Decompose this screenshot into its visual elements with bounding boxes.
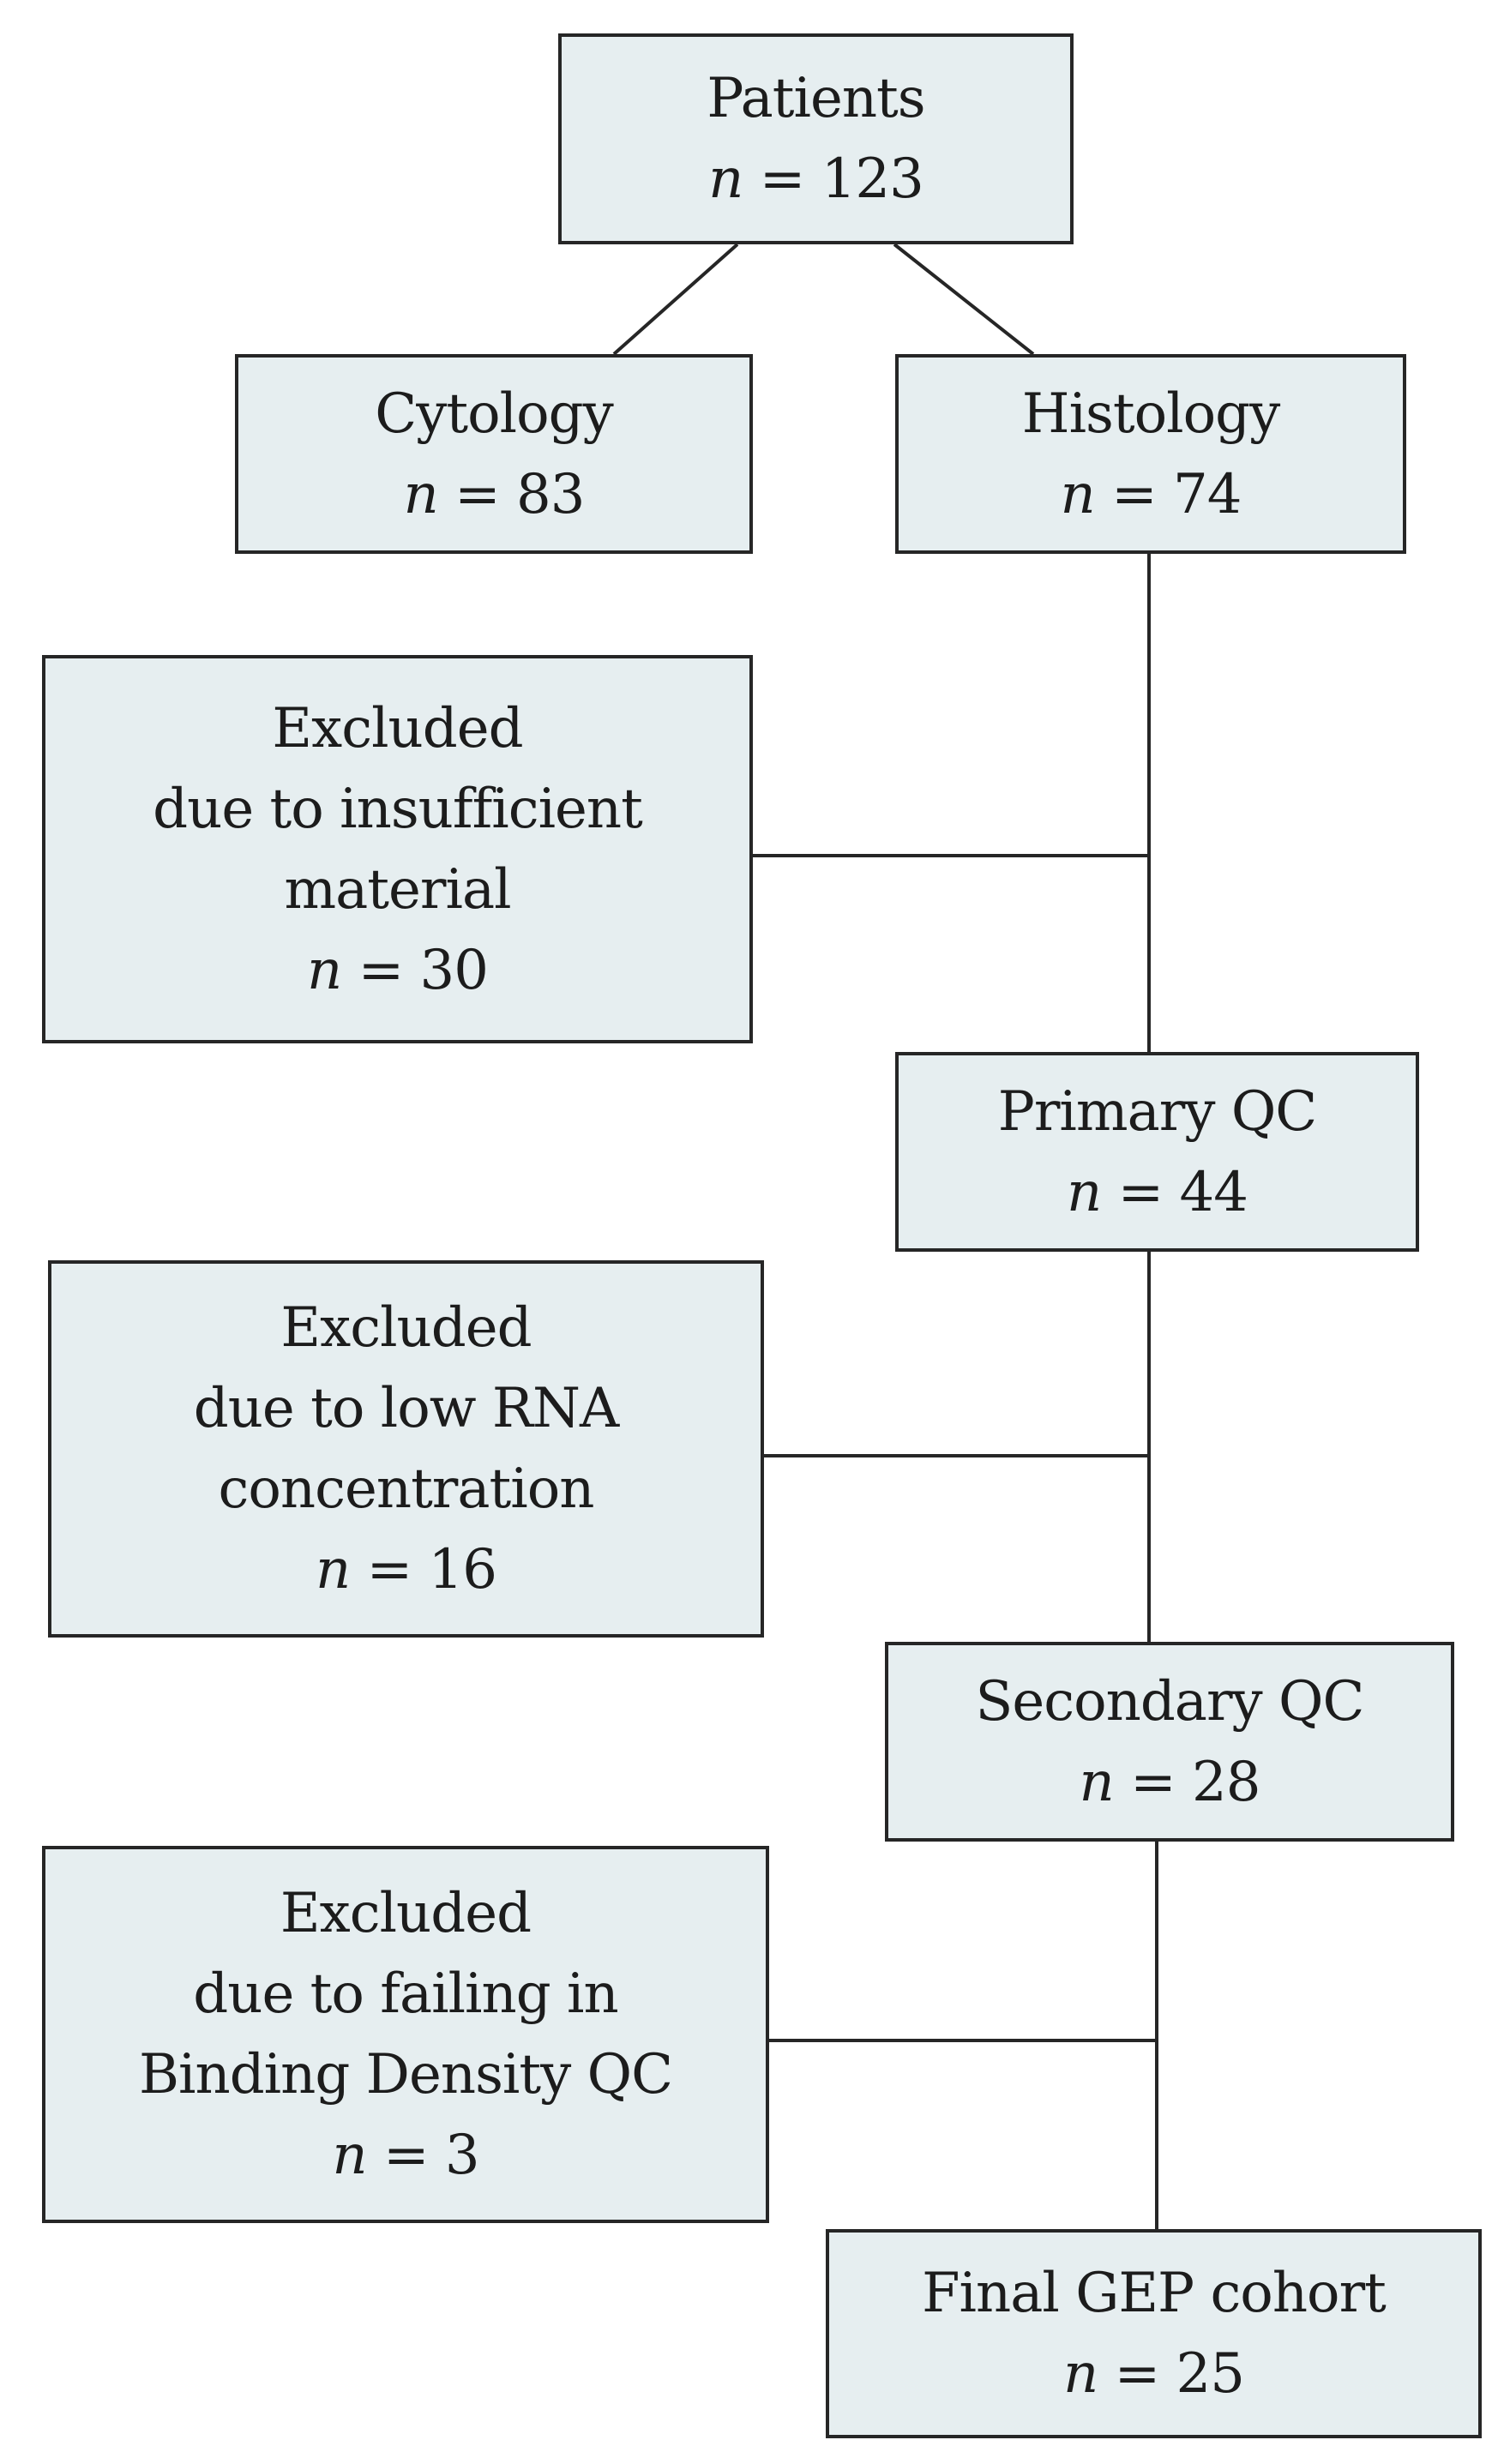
histology-count: 74 <box>1173 462 1242 526</box>
excluded-binding-density-line-3: Binding Density QC <box>138 2043 673 2106</box>
excluded-insufficient-count: 30 <box>419 938 489 1002</box>
n-symbol: n <box>1063 2342 1098 2406</box>
n-symbol: n <box>316 1538 351 1602</box>
excluded-binding-density-line-1: Excluded <box>280 1882 532 1945</box>
excluded-insufficient-line-3: material <box>284 857 511 922</box>
connector-patients-to-cytology <box>612 243 739 356</box>
n-symbol: n <box>1060 462 1096 526</box>
excluded-binding-density-line-2: due to failing in <box>193 1962 618 2026</box>
secondary-qc-count: 28 <box>1192 1750 1260 1814</box>
final-cohort-count: 25 <box>1176 2342 1245 2406</box>
excluded-low-rna-line-3: concentration <box>218 1457 595 1521</box>
primary-qc-count-line: n = 44 <box>1067 1160 1248 1224</box>
primary-qc-count: 44 <box>1179 1160 1248 1224</box>
cytology-count: 83 <box>516 462 585 526</box>
final-cohort-count-line: n = 25 <box>1063 2342 1245 2406</box>
secondary-qc-count-line: n = 28 <box>1079 1750 1261 1814</box>
excluded-binding-density-count-line: n = 3 <box>332 2124 480 2187</box>
n-symbol: n <box>332 2124 367 2187</box>
excluded-binding-density-box: Excluded due to failing in Binding Densi… <box>42 1846 769 2223</box>
excluded-insufficient-line-2: due to insufficient <box>153 777 643 841</box>
excluded-insufficient-material-box: Excluded due to insufficient material n … <box>42 655 753 1043</box>
excluded-low-rna-count: 16 <box>428 1538 497 1602</box>
final-cohort-title: Final GEP cohort <box>922 2262 1387 2325</box>
excluded-low-rna-line-1: Excluded <box>280 1296 532 1360</box>
primary-qc-title: Primary QC <box>997 1079 1317 1144</box>
cytology-box: Cytology n = 83 <box>235 354 753 554</box>
histology-title: Histology <box>1021 382 1280 446</box>
patients-title: Patients <box>707 67 925 130</box>
n-symbol: n <box>708 147 743 211</box>
excluded-low-rna-count-line: n = 16 <box>316 1538 497 1602</box>
excluded-binding-density-count: 3 <box>444 2124 480 2187</box>
excluded-insufficient-line-1: Excluded <box>272 696 523 760</box>
secondary-qc-box: Secondary QC n = 28 <box>885 1642 1454 1842</box>
patients-count-line: n = 123 <box>708 147 924 211</box>
n-symbol: n <box>1067 1160 1102 1224</box>
n-symbol: n <box>307 938 342 1002</box>
excluded-low-rna-line-2: due to low RNA <box>193 1377 620 1440</box>
excluded-insufficient-count-line: n = 30 <box>307 938 489 1002</box>
n-symbol: n <box>403 462 439 526</box>
secondary-qc-title: Secondary QC <box>975 1669 1365 1734</box>
primary-qc-box: Primary QC n = 44 <box>895 1052 1419 1252</box>
patients-count: 123 <box>821 147 924 211</box>
cytology-title: Cytology <box>375 382 613 446</box>
histology-box: Histology n = 74 <box>895 354 1406 554</box>
patients-box: Patients n = 123 <box>558 33 1074 244</box>
cytology-count-line: n = 83 <box>403 462 586 526</box>
excluded-low-rna-box: Excluded due to low RNA concentration n … <box>48 1260 764 1638</box>
histology-count-line: n = 74 <box>1060 462 1242 526</box>
n-symbol: n <box>1079 1750 1115 1814</box>
connector-patients-to-histology <box>893 243 1035 356</box>
final-gep-cohort-box: Final GEP cohort n = 25 <box>826 2229 1482 2438</box>
